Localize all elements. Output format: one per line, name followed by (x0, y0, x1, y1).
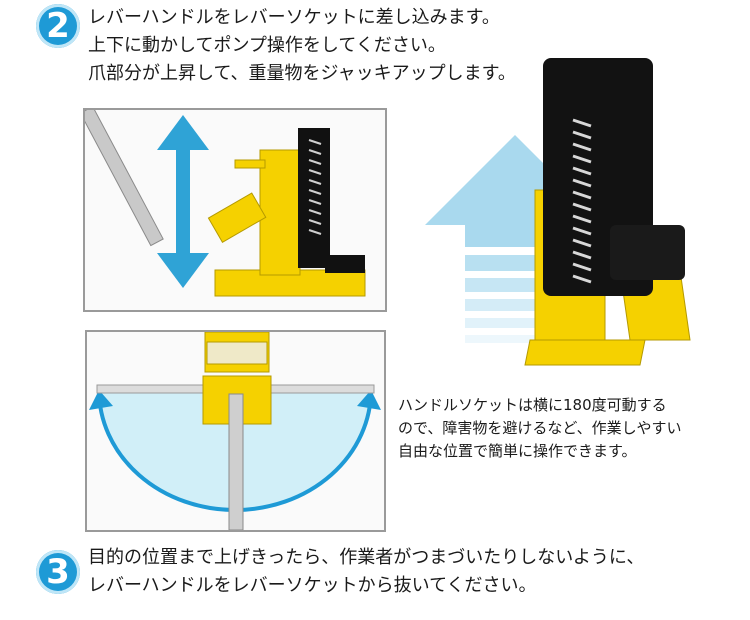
step-2-badge: 2 (36, 4, 80, 48)
rotation-caption: ハンドルソケットは横に180度可動する ので、障害物を避けるなど、作業しやすい … (398, 394, 682, 463)
toe-lift-plate (610, 225, 685, 280)
step-2-line-1: レバーハンドルをレバーソケットに差し込みます。 (88, 7, 500, 28)
socket-rotation-illustration (89, 332, 381, 530)
rotation-caption-line-2: ので、障害物を避けるなど、作業しやすい (398, 419, 682, 437)
socket-rotation-photo (85, 330, 386, 532)
step-2-instructions: レバーハンドルをレバーソケットに差し込みます。 上下に動かしてポンプ操作をしてく… (88, 4, 516, 88)
step-3-line-1: 目的の位置まで上げきったら、作業者がつまづいたりしないように、 (88, 547, 645, 568)
lever-handle (85, 110, 164, 247)
arc-left-arrow-icon (89, 390, 113, 410)
step-3-instructions: 目的の位置まで上げきったら、作業者がつまづいたりしないように、 レバーハンドルを… (88, 544, 644, 600)
jack-base (524, 339, 646, 366)
step-3-line-2: レバーハンドルをレバーソケットから抜いてください。 (88, 575, 537, 596)
pump-operation-illustration (85, 110, 366, 297)
jack-body (259, 149, 301, 276)
return-spring (308, 139, 322, 235)
rotation-caption-line-1: ハンドルソケットは横に180度可動する (398, 396, 667, 414)
return-spring (572, 118, 592, 284)
step-3-badge: 3 (36, 550, 80, 594)
lever-socket (207, 192, 267, 243)
rotation-caption-line-3: 自由な位置で簡単に操作できます。 (398, 442, 637, 460)
step-2-line-3: 爪部分が上昇して、重量物をジャッキアップします。 (88, 63, 516, 84)
lever-handle (228, 393, 244, 530)
jack-claw (298, 128, 330, 268)
pump-operation-photo (83, 108, 387, 312)
up-down-arrow-icon (157, 115, 209, 288)
jack-lift-illustration (425, 58, 691, 366)
step-2-line-2: 上下に動かしてポンプ操作をしてください。 (88, 35, 446, 56)
arc-right-arrow-icon (357, 390, 381, 410)
